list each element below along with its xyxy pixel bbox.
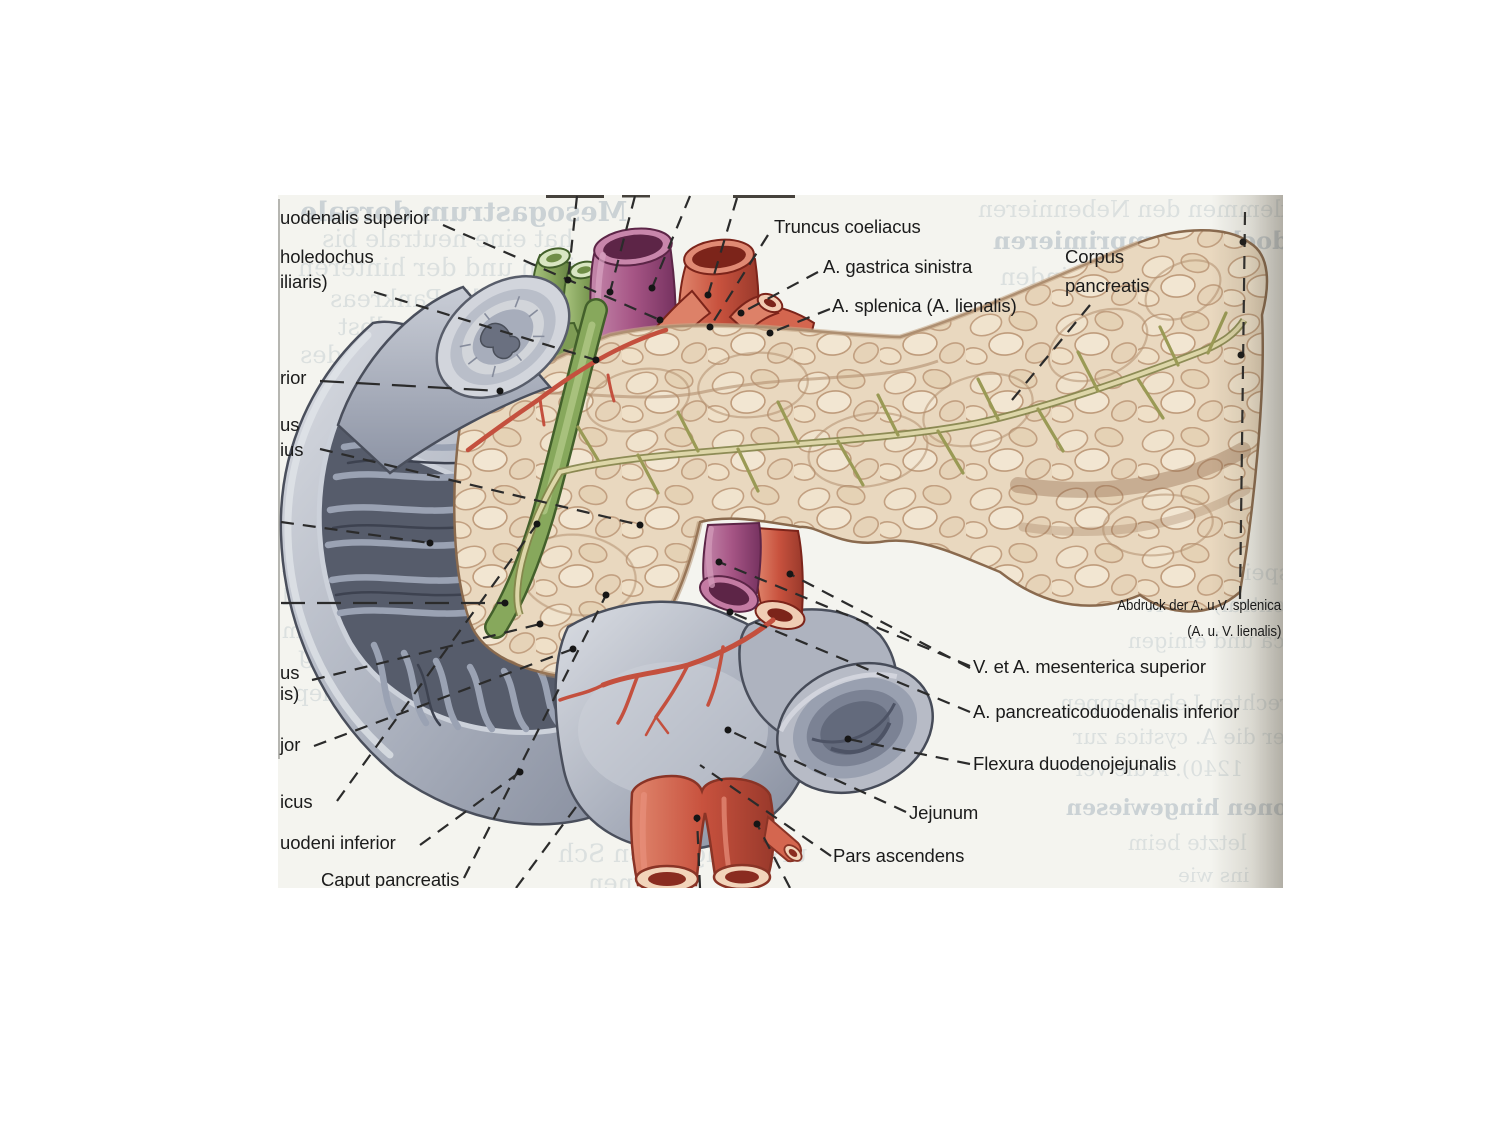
label-jejunum: Jejunum (909, 802, 979, 823)
label-major-fragment: jor (280, 734, 301, 755)
label-biliaris: iliaris) (280, 271, 328, 292)
label-superior-fragment: rior (280, 367, 307, 388)
label-abdruck-splenica-line2: (A. u. V. lienalis) (1186, 624, 1281, 640)
label-pancreaticoduodenalis-superior: uodenalis superior (280, 207, 430, 228)
label-caput-pancreatis: Caput pancreatis (321, 869, 460, 888)
label-corpus-pancreatis-line2: pancreatis (1065, 275, 1150, 296)
jejunum (738, 608, 934, 795)
label-truncus-coeliacus: Truncus coeliacus (774, 216, 921, 237)
label-pars-ascendens: Pars ascendens (833, 845, 965, 866)
duodenum-cut-stump (336, 274, 571, 475)
leader-dots (426, 238, 1247, 828)
cropped-text-remnants (546, 195, 795, 198)
label-fragment-us1: us (280, 414, 300, 435)
label-duodeni-inferior: uodeni inferior (280, 832, 396, 853)
label-corpus-pancreatis-line1: Corpus (1065, 246, 1125, 267)
label-choledochus: holedochus (280, 246, 374, 267)
leader-lines (280, 195, 1247, 888)
label-a-pancreaticoduodenalis-inferior: A. pancreaticoduodenalis inferior (973, 701, 1240, 722)
label-fragment-us2: us (280, 662, 300, 683)
label-flexura-duodenojejunalis: Flexura duodenojejunalis (973, 753, 1177, 774)
label-fragment-ius: ius (280, 439, 304, 460)
bottom-vessel-stumps (629, 774, 803, 888)
scan-edge-line (278, 199, 280, 759)
label-fragment-is: is) (280, 683, 300, 704)
label-a-splenica: A. splenica (A. lienalis) (832, 295, 1017, 316)
anatomical-illustration (279, 195, 1269, 888)
pancreatic-duct (513, 311, 1248, 617)
vessel-branches (558, 617, 776, 737)
label-v-et-a-mesenterica: V. et A. mesenterica superior (973, 656, 1206, 677)
label-abdruck-splenica-line1: Abdruck der A. u.V. splenica (1117, 598, 1281, 614)
label-pancreaticus-fragment: icus (280, 791, 313, 812)
mesenteric-vessels (699, 521, 806, 630)
label-a-gastrica-sinistra: A. gastrica sinistra (823, 256, 973, 277)
gastroduodenal-artery (465, 327, 669, 453)
